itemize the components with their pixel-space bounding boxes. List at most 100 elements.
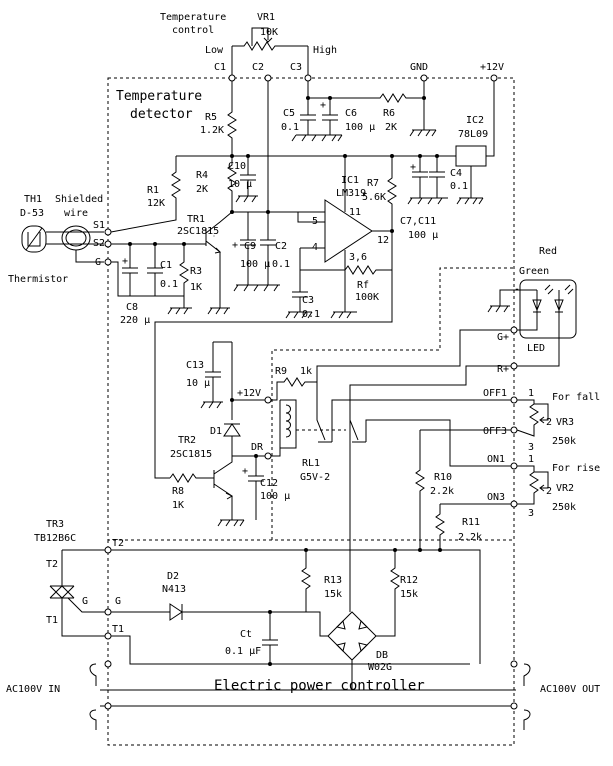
pin11-label: 11 <box>349 207 361 218</box>
r12-resistor <box>376 550 400 637</box>
r1-resistor <box>110 156 181 233</box>
th1-value: D-53 <box>20 208 44 219</box>
c8-value: 220 μ <box>120 315 150 326</box>
r5-value: 1.2K <box>200 125 224 136</box>
g-plus-label: G+ <box>497 332 509 343</box>
on3-label: ON3 <box>487 492 505 503</box>
ground-symbol <box>167 296 192 315</box>
t1-terminal-label: T1 <box>112 624 124 635</box>
c13-capacitor <box>205 341 232 402</box>
ic1-ground <box>330 250 357 319</box>
vr3-resistor <box>516 399 549 437</box>
r-plus-terminal <box>510 362 518 370</box>
ic2-regulator <box>455 145 487 167</box>
th1-label: TH1 <box>24 194 42 205</box>
r5-label: R5 <box>205 112 217 123</box>
d2-label: D2 <box>167 571 179 582</box>
r8-label: R8 <box>172 486 184 497</box>
green-label: Green <box>519 266 549 277</box>
plus12v-mid-wire <box>231 342 268 420</box>
ic2-label: IC2 <box>466 115 484 126</box>
led-green <box>532 290 542 322</box>
gnd-terminal <box>420 74 428 82</box>
db-label: DB <box>376 650 388 661</box>
vr2-value: 250k <box>552 502 576 513</box>
r3-label: R3 <box>190 266 202 277</box>
led-rays <box>544 284 574 295</box>
n2-label: 2 <box>546 417 552 428</box>
r4-label: R4 <box>196 170 208 181</box>
r13-label: R13 <box>324 575 342 586</box>
led-green-wire <box>517 322 560 367</box>
rl1-label: RL1 <box>302 458 320 469</box>
c5-label: C5 <box>283 108 295 119</box>
s2-terminal <box>104 240 112 248</box>
plus-sign: + <box>242 466 248 477</box>
n2-label-2: 2 <box>546 486 552 497</box>
vr1-wiper <box>263 36 273 43</box>
ground-symbol <box>285 311 313 319</box>
g-terminal-label: G <box>95 257 101 268</box>
controller-boundary <box>107 540 515 746</box>
off1-terminal <box>510 396 518 404</box>
t2-label-left: T2 <box>46 559 58 570</box>
c2cap-label: C2 <box>275 241 287 252</box>
junction <box>230 398 234 402</box>
c9-label: C9 <box>244 241 256 252</box>
c5-capacitor <box>300 98 316 135</box>
r9-value: 1k <box>300 366 312 377</box>
r9-label: R9 <box>275 366 287 377</box>
vr1-value: 10K <box>260 27 278 38</box>
c4-capacitor <box>429 156 445 198</box>
r8-resistor <box>169 473 214 483</box>
relay-coil <box>279 400 291 448</box>
g-terminal2-label: G <box>115 596 121 607</box>
rf-value: 100K <box>355 292 379 303</box>
c3-capacitor <box>292 270 308 312</box>
high-label: High <box>313 45 337 56</box>
db-diodes <box>336 620 368 652</box>
ground-symbol <box>291 134 343 142</box>
t2-terminal-label: T2 <box>112 538 124 549</box>
off-on-wires <box>331 399 511 505</box>
ground-symbol <box>233 284 280 292</box>
plus12v-mid-label: +12V <box>237 388 261 399</box>
r3-resistor <box>179 244 189 296</box>
ground-symbol <box>200 401 223 409</box>
vr2-resistor <box>517 465 549 505</box>
c1cap-value: 0.1 <box>160 279 178 290</box>
g-terminal <box>104 258 112 266</box>
ground-symbol <box>407 197 448 205</box>
vr1-wires <box>231 27 309 76</box>
vr3-label: VR3 <box>556 417 574 428</box>
c10-label: C10 <box>228 161 246 172</box>
rl1-value: G5V-2 <box>300 472 330 483</box>
c2-terminal <box>264 74 272 82</box>
plus-sign: + <box>122 256 128 267</box>
c4-value: 0.1 <box>450 181 468 192</box>
c5-value: 0.1 <box>281 122 299 133</box>
ac-in-bracket <box>89 663 97 730</box>
temperature-detector-title: Temperature <box>116 89 202 104</box>
g-terminal2 <box>104 608 112 616</box>
r13-resistor <box>301 550 311 612</box>
vr1-label: VR1 <box>257 12 275 23</box>
ground-symbol <box>235 195 258 203</box>
c3-terminal <box>304 74 312 82</box>
c7c11-label: C7,C11 <box>400 216 436 227</box>
d2-diode <box>111 603 320 621</box>
ic1-label: IC1 <box>341 175 359 186</box>
dr-label: DR <box>251 442 264 453</box>
junction <box>268 662 272 666</box>
ground-symbol <box>409 129 437 137</box>
sensor-wires <box>46 231 104 263</box>
relay-contact-2 <box>349 412 366 443</box>
relay-contact-1 <box>316 410 332 443</box>
r1-label: R1 <box>147 185 159 196</box>
plus-sign: + <box>410 162 416 173</box>
c1-capacitor <box>147 244 163 296</box>
for-rise-label: For rise <box>552 463 600 474</box>
c1-terminal <box>228 74 236 82</box>
off3-terminal <box>510 426 518 434</box>
led-drive-wire <box>316 329 511 412</box>
